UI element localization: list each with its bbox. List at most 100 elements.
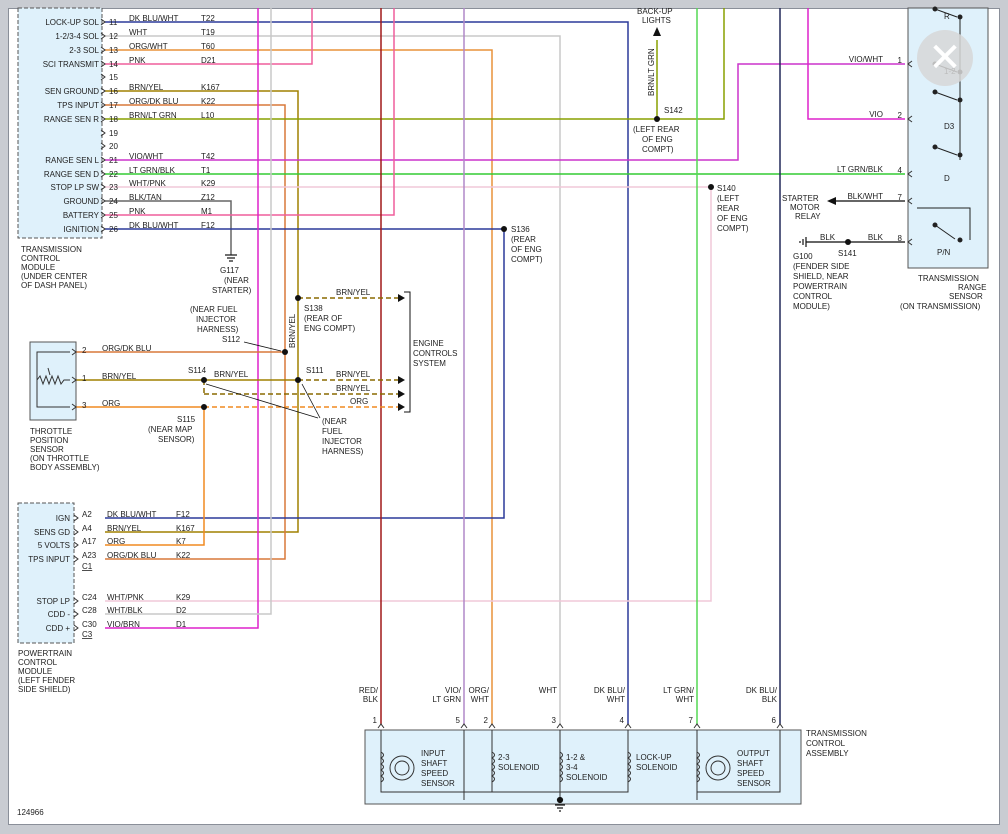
tcm-wire-color: BLK/TAN bbox=[129, 193, 162, 202]
s112-label: (NEAR FUEL bbox=[190, 305, 238, 314]
s138-splice-dot bbox=[295, 295, 301, 301]
backup-label: BACK-UP bbox=[637, 7, 673, 16]
pcm-wire-circuit: K22 bbox=[176, 551, 191, 560]
tcm-wire-color: DK BLU/WHT bbox=[129, 14, 178, 23]
g117-label: STARTER) bbox=[212, 286, 252, 295]
oss-label: SPEED bbox=[737, 769, 764, 778]
g117-label: G117 bbox=[220, 266, 240, 275]
tca-wire-color: RED/ bbox=[359, 686, 379, 695]
tcm-pin-number: 12 bbox=[109, 32, 118, 41]
pin-caret bbox=[73, 514, 79, 522]
wire-sen-ground bbox=[105, 90, 299, 533]
pcm-wire-circuit: D1 bbox=[176, 620, 187, 629]
s142-wire-color: BRN/LT GRN bbox=[647, 48, 656, 96]
s141-wire-color: BLK bbox=[820, 233, 836, 242]
tca-wire-color: BLK bbox=[363, 695, 379, 704]
wire-cdd-plus bbox=[105, 8, 259, 629]
close-button[interactable]: ✕ bbox=[917, 30, 973, 86]
tcm-pin-number: 24 bbox=[109, 197, 118, 206]
tcm-pin-name: GROUND bbox=[63, 197, 99, 206]
trs-pin-number: 1 bbox=[898, 56, 903, 65]
g100-label: POWERTRAIN bbox=[793, 282, 847, 291]
s142-splice-dot bbox=[654, 116, 660, 122]
tcm-wire-circuit: K22 bbox=[201, 97, 216, 106]
tca-wire-color: DK BLU/ bbox=[746, 686, 778, 695]
tcm-label-line: CONTROL bbox=[21, 254, 61, 263]
pin-caret bbox=[377, 723, 385, 729]
starter-arrow-icon bbox=[827, 197, 836, 205]
tcm-wire-circuit: T42 bbox=[201, 152, 215, 161]
tcm-pin-name: 1-2/3-4 SOL bbox=[55, 32, 99, 41]
pin-caret bbox=[73, 555, 79, 563]
tcm-wire-color: ORG/WHT bbox=[129, 42, 168, 51]
pcm-connector-c1: C1 bbox=[82, 562, 93, 571]
s138-label: ENG COMPT) bbox=[304, 324, 355, 333]
s112-label: HARNESS) bbox=[197, 325, 239, 334]
ecs-arrows bbox=[398, 294, 405, 411]
tps-label: (ON THROTTLE bbox=[30, 454, 89, 463]
tcm-pin-name: TPS INPUT bbox=[57, 101, 99, 110]
s140-label: COMPT) bbox=[717, 224, 749, 233]
sol1234-label: 3-4 bbox=[566, 763, 578, 772]
pcm-wire-color: VIO/BRN bbox=[107, 620, 140, 629]
sol23-label: SOLENOID bbox=[498, 763, 540, 772]
tca-wire-color: ORG/ bbox=[469, 686, 490, 695]
tcm-pin-number: 21 bbox=[109, 156, 118, 165]
pcm-label: POWERTRAIN bbox=[18, 649, 72, 658]
wire-range-sen-r bbox=[105, 8, 725, 120]
backup-arrow-icon bbox=[653, 27, 661, 36]
tca-label: ASSEMBLY bbox=[806, 749, 849, 758]
tcm-pin-number: 25 bbox=[109, 211, 118, 220]
tps-wire-color: BRN/YEL bbox=[102, 372, 137, 381]
g100-label: G100 bbox=[793, 252, 813, 261]
trs-pin: 4LT GRN/BLK bbox=[837, 165, 913, 178]
s115-label: S115 bbox=[177, 415, 196, 424]
s112-wire-color: BRN/YEL bbox=[288, 313, 297, 348]
tca-pin-number: 7 bbox=[689, 716, 694, 725]
backup-label: LIGHTS bbox=[642, 16, 671, 25]
s111-label: S111 bbox=[306, 366, 324, 375]
pin-caret bbox=[73, 528, 79, 536]
s115-label: SENSOR) bbox=[158, 435, 195, 444]
tcm-pin-number: 20 bbox=[109, 142, 118, 151]
oss-label: OUTPUT bbox=[737, 749, 770, 758]
g100-label: MODULE) bbox=[793, 302, 830, 311]
lockup-label: SOLENOID bbox=[636, 763, 678, 772]
s142-label: OF ENG bbox=[642, 135, 673, 144]
pin-caret bbox=[556, 723, 564, 729]
tcm-wire-color: LT GRN/BLK bbox=[129, 166, 176, 175]
pin-caret bbox=[100, 73, 106, 81]
s136-splice-dot bbox=[501, 226, 507, 232]
s111-note: FUEL bbox=[322, 427, 343, 436]
ecs-label: SYSTEM bbox=[413, 359, 446, 368]
pin-caret bbox=[100, 115, 106, 123]
wires bbox=[76, 8, 905, 724]
tcm-wire-circuit: Z12 bbox=[201, 193, 215, 202]
trs-label: TRANSMISSION bbox=[918, 274, 979, 283]
s115-label: (NEAR MAP bbox=[148, 425, 192, 434]
tcm-pin-number: 19 bbox=[109, 129, 118, 138]
s140-splice-dot bbox=[708, 184, 714, 190]
tcm-wire-color: BRN/YEL bbox=[129, 83, 164, 92]
pcm-wire-circuit: K167 bbox=[176, 524, 195, 533]
s111-note: HARNESS) bbox=[322, 447, 364, 456]
tcm-wire-color: DK BLU/WHT bbox=[129, 221, 178, 230]
sol1234-label: 1-2 & bbox=[566, 753, 586, 762]
s114-splice-dot bbox=[201, 377, 207, 383]
g100-label: SHIELD, NEAR bbox=[793, 272, 849, 281]
